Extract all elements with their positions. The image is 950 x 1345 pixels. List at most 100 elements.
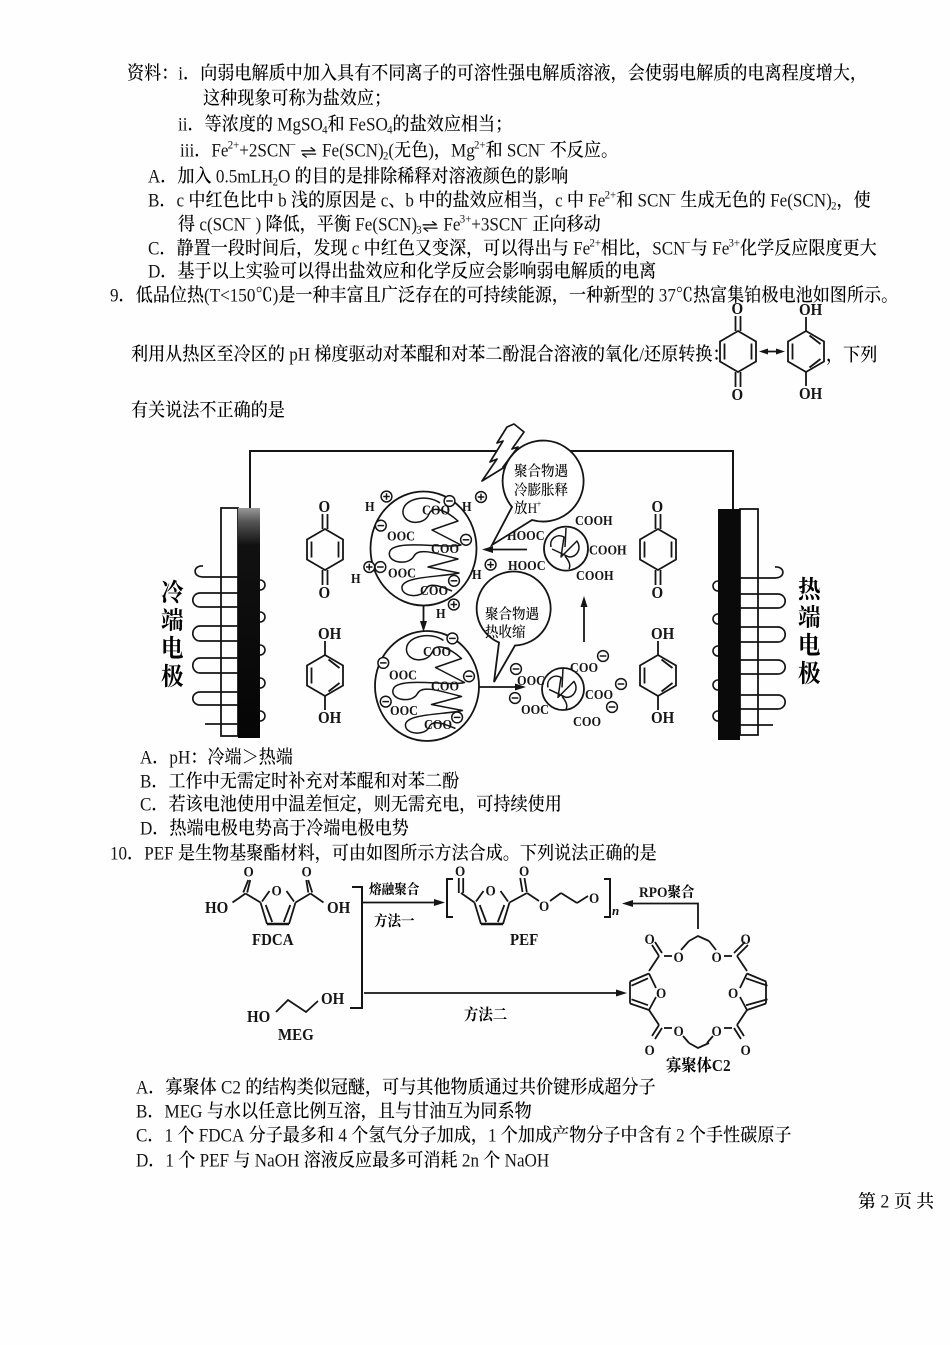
- svg-text:ii: ii: [178, 113, 188, 134]
- svg-text:H: H: [472, 566, 482, 582]
- svg-text:C: C: [140, 793, 151, 814]
- svg-text:−: −: [685, 237, 691, 250]
- svg-text:OH: OH: [799, 301, 823, 319]
- svg-text:+2SCN: +2SCN: [239, 139, 290, 160]
- svg-text:COOH: COOH: [575, 512, 613, 528]
- svg-text:FDCA: FDCA: [199, 1124, 245, 1145]
- svg-text:O: O: [519, 863, 529, 880]
- svg-text:C: C: [136, 1124, 147, 1145]
- svg-text:4: 4: [338, 1124, 347, 1145]
- svg-text:O: O: [652, 498, 664, 516]
- svg-text:HOOC: HOOC: [507, 527, 545, 543]
- svg-text:C2: C2: [221, 1076, 241, 1097]
- svg-text:Fe: Fe: [573, 237, 590, 258]
- svg-text:Fe: Fe: [712, 237, 729, 258]
- svg-text:b: b: [405, 189, 414, 210]
- svg-text:2+: 2+: [590, 237, 601, 250]
- svg-text:O: O: [486, 883, 496, 900]
- svg-text:COO: COO: [570, 659, 598, 675]
- svg-text:1: 1: [165, 1124, 174, 1145]
- svg-text:O: O: [674, 949, 684, 966]
- svg-text:OOC: OOC: [388, 565, 416, 581]
- svg-text:O: O: [244, 864, 254, 881]
- svg-text:OOC: OOC: [517, 672, 545, 688]
- svg-text:Fe(SCN): Fe(SCN): [322, 139, 384, 161]
- svg-text:(T<150: (T<150: [204, 284, 255, 306]
- svg-text:Mg: Mg: [451, 139, 475, 160]
- svg-text:C2: C2: [712, 1057, 731, 1075]
- svg-text:COO: COO: [424, 716, 452, 732]
- svg-text:OH: OH: [651, 625, 675, 643]
- svg-text:2n: 2n: [462, 1149, 479, 1170]
- svg-text:O: O: [741, 1042, 751, 1059]
- svg-text:H: H: [436, 605, 446, 621]
- svg-text:COO: COO: [420, 582, 448, 598]
- svg-text:COO: COO: [573, 713, 601, 729]
- svg-text:NaOH: NaOH: [505, 1149, 550, 1170]
- svg-text:H: H: [528, 500, 538, 517]
- svg-text:HO: HO: [247, 1008, 270, 1026]
- svg-text:O: O: [741, 931, 751, 948]
- svg-text:2: 2: [880, 1191, 889, 1211]
- svg-text:): ): [273, 284, 279, 306]
- svg-text:COOH: COOH: [589, 542, 627, 558]
- svg-text:2+: 2+: [605, 189, 616, 202]
- svg-text:Fe: Fe: [588, 189, 605, 210]
- svg-text:O: O: [645, 1042, 655, 1059]
- svg-text:MgSO: MgSO: [277, 113, 323, 134]
- svg-text:OH: OH: [651, 709, 675, 727]
- svg-text:H: H: [351, 570, 361, 586]
- svg-text:OH: OH: [321, 990, 345, 1008]
- svg-text:O: O: [589, 890, 599, 907]
- svg-text:c: c: [352, 237, 360, 258]
- svg-text:D: D: [148, 260, 160, 281]
- svg-text:O: O: [302, 864, 312, 881]
- svg-text:+3SCN: +3SCN: [471, 213, 522, 234]
- svg-text:OOC: OOC: [389, 667, 417, 683]
- svg-text:−: −: [245, 213, 251, 226]
- svg-text:2: 2: [831, 200, 837, 213]
- svg-text:O: O: [272, 883, 282, 900]
- svg-text:SCN: SCN: [638, 189, 671, 210]
- svg-text:OH: OH: [318, 709, 342, 727]
- svg-text:PEF: PEF: [144, 842, 173, 863]
- svg-text:4: 4: [387, 124, 393, 137]
- svg-text:O: O: [319, 584, 331, 602]
- svg-text:C: C: [148, 237, 159, 258]
- svg-text:c: c: [177, 189, 185, 210]
- svg-text:2+: 2+: [228, 139, 239, 152]
- svg-text:Fe(SCN): Fe(SCN): [355, 213, 417, 235]
- svg-text:D: D: [136, 1149, 148, 1170]
- svg-text:HOOC: HOOC: [508, 557, 546, 573]
- svg-text:MEG: MEG: [278, 1026, 314, 1044]
- svg-text:O: O: [674, 1023, 684, 1040]
- svg-text:4: 4: [322, 124, 328, 137]
- svg-text:c: c: [555, 189, 563, 210]
- svg-text:3+: 3+: [729, 237, 740, 250]
- svg-text:O: O: [319, 498, 331, 516]
- svg-text:D: D: [140, 817, 152, 838]
- svg-text:O: O: [728, 985, 738, 1002]
- svg-text:O: O: [712, 1023, 722, 1040]
- svg-text:O: O: [539, 898, 549, 915]
- svg-text:−: −: [539, 139, 545, 152]
- svg-text:9: 9: [110, 284, 119, 305]
- svg-text:COO: COO: [431, 540, 459, 556]
- svg-text:COO: COO: [422, 502, 450, 518]
- svg-text:−: −: [522, 213, 528, 226]
- svg-text:COO: COO: [585, 686, 613, 702]
- svg-text:(: (: [388, 139, 394, 161]
- svg-text:−: −: [670, 189, 676, 202]
- svg-text:37: 37: [659, 284, 676, 305]
- svg-text:3: 3: [416, 224, 422, 237]
- svg-text:−: −: [290, 139, 296, 152]
- svg-text:Fe(SCN): Fe(SCN): [770, 189, 832, 211]
- svg-text:OOC: OOC: [521, 701, 549, 717]
- svg-text:O: O: [652, 584, 664, 602]
- svg-text:c: c: [381, 189, 389, 210]
- svg-text:2: 2: [676, 1124, 685, 1145]
- svg-text:1: 1: [488, 1124, 497, 1145]
- svg-text:Fe: Fe: [443, 213, 460, 234]
- svg-text:/: /: [639, 343, 645, 364]
- svg-text:COOH: COOH: [576, 567, 614, 583]
